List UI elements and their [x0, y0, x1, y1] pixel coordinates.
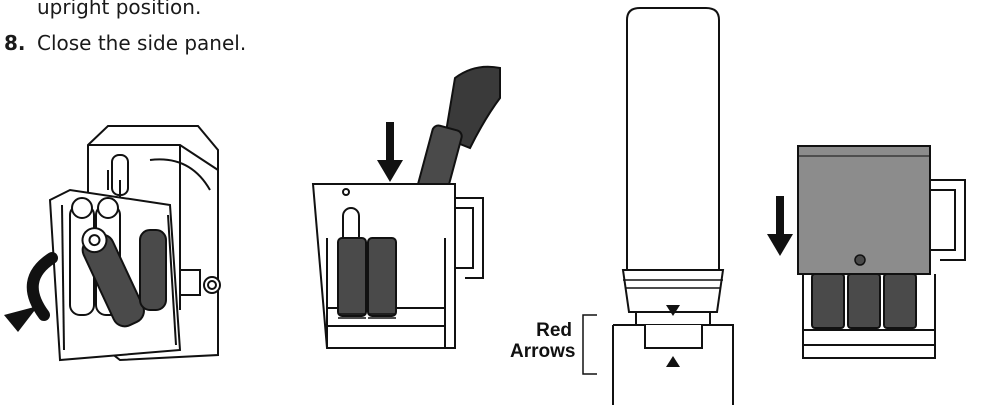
step-7-continuation: upright position.: [37, 0, 202, 19]
red-arrow-top: [666, 305, 680, 316]
step-8-text: Close the side panel.: [37, 31, 247, 55]
red-arrows-label-line2: Arrows: [510, 341, 576, 362]
figure-insert-cartridge: [311, 65, 501, 349]
red-arrows-label-line1: Red: [536, 320, 572, 341]
red-arrow-bottom: [666, 356, 680, 367]
figure-close-panel: [767, 145, 966, 359]
figure-open-panel: [4, 125, 221, 362]
callout-bracket: [582, 314, 597, 375]
red-arrows-label: Red Arrows: [510, 320, 576, 362]
figure-cartridge-alignment: [612, 7, 734, 405]
step-8-number: 8.: [4, 31, 26, 55]
